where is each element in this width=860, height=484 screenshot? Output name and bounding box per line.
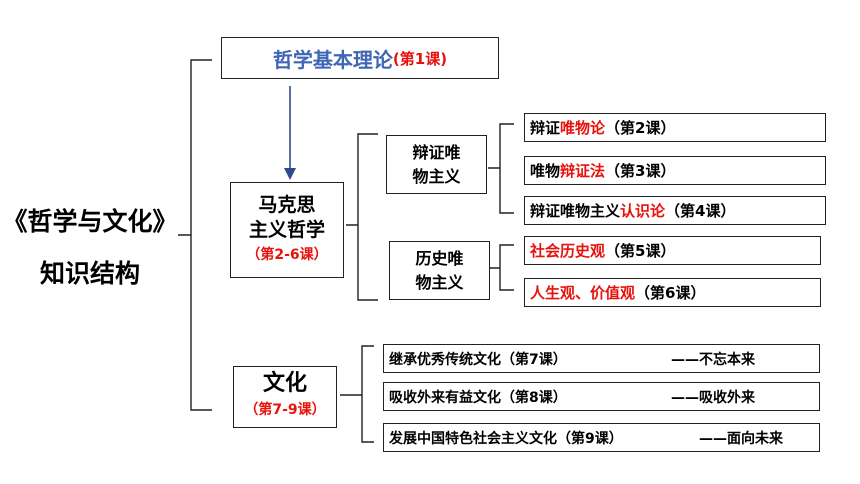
dialectical-line1: 辩证唯 xyxy=(412,142,461,162)
item-2-hl: 辩证法 xyxy=(560,162,606,180)
dialectical-materialism-box: 辩证唯 物主义 xyxy=(386,135,487,194)
diagram-title: 《哲学与文化》 知识结构 xyxy=(0,196,180,300)
culture-item-3-text: 发展中国特色社会主义文化（第9课） xyxy=(389,430,623,447)
culture-item-box-3: 发展中国特色社会主义文化（第9课） ——面向未来 xyxy=(383,423,820,452)
marx-bracket xyxy=(346,133,378,301)
item-3-post: （第4课） xyxy=(665,202,736,220)
item-box-2: 唯物辩证法（第3课） xyxy=(524,156,826,185)
item-4-post: （第5课） xyxy=(605,242,676,260)
basic-theory-box: 哲学基本理论 (第1课) xyxy=(221,37,499,79)
dialectical-bracket xyxy=(488,123,514,214)
culture-box: 文化 （第7-9课） xyxy=(233,366,337,428)
item-box-5: 人生观、价值观（第6课） xyxy=(524,278,821,307)
item-2-post: （第3课） xyxy=(605,162,676,180)
dialectical-line2: 物主义 xyxy=(412,166,461,186)
historical-line1: 历史唯 xyxy=(415,248,464,268)
item-5-hl: 人生观、价值观 xyxy=(530,284,636,302)
historical-materialism-box: 历史唯 物主义 xyxy=(389,241,490,300)
culture-name: 文化 xyxy=(262,371,307,396)
item-3-hl: 认识论 xyxy=(620,202,666,220)
item-4-hl: 社会历史观 xyxy=(530,242,606,260)
main-bracket xyxy=(178,59,212,411)
culture-bracket xyxy=(340,345,374,443)
culture-item-1-text: 继承优秀传统文化（第7课） xyxy=(389,351,567,368)
title-line1: 《哲学与文化》 xyxy=(2,207,178,236)
culture-lessons: （第7-9课） xyxy=(244,402,326,418)
marxism-lessons: （第2-6课） xyxy=(246,246,328,263)
marxism-box: 马克思 主义哲学 （第2-6课） xyxy=(230,182,344,278)
marxism-line2: 主义哲学 xyxy=(248,218,325,241)
down-arrow-head xyxy=(284,168,296,180)
culture-item-3-tag: ——面向未来 xyxy=(699,430,783,447)
basic-theory-lesson: (第1课) xyxy=(392,49,448,68)
marxism-line1: 马克思 xyxy=(258,193,316,216)
item-box-3: 辩证唯物主义认识论（第4课） xyxy=(524,196,826,225)
culture-item-1-tag: ——不忘本来 xyxy=(671,351,755,368)
culture-item-2-text: 吸收外来有益文化（第8课） xyxy=(389,389,567,406)
item-1-post: （第2课） xyxy=(605,119,676,137)
historical-bracket xyxy=(490,244,514,291)
item-2-pre: 唯物 xyxy=(530,162,561,180)
title-line2: 知识结构 xyxy=(39,259,140,288)
culture-item-box-2: 吸收外来有益文化（第8课） ——吸收外来 xyxy=(383,382,820,411)
item-3-pre: 辩证唯物主义 xyxy=(530,202,621,220)
culture-item-box-1: 继承优秀传统文化（第7课） ——不忘本来 xyxy=(383,344,820,373)
basic-theory-name: 哲学基本理论 xyxy=(272,47,393,72)
item-5-post: （第6课） xyxy=(635,284,706,302)
historical-line2: 物主义 xyxy=(415,272,464,292)
item-1-hl: 唯物论 xyxy=(560,119,606,137)
item-box-1: 辩证唯物论（第2课） xyxy=(524,113,826,142)
item-1-pre: 辩证 xyxy=(530,119,561,137)
item-box-4: 社会历史观（第5课） xyxy=(524,236,821,265)
culture-item-2-tag: ——吸收外来 xyxy=(671,389,755,406)
